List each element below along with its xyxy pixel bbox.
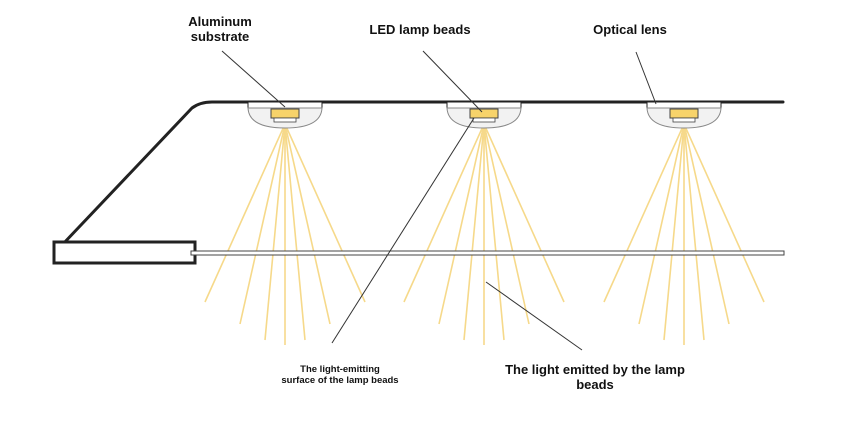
led-chip bbox=[270, 108, 300, 119]
leader-surface bbox=[331, 117, 475, 344]
light-emitting-surface bbox=[672, 117, 696, 123]
leader-led bbox=[422, 50, 483, 113]
light-ray bbox=[204, 123, 286, 303]
light-ray bbox=[284, 123, 366, 303]
lamp-beads bbox=[247, 101, 722, 129]
bead-base bbox=[646, 101, 722, 109]
light-ray bbox=[438, 123, 485, 325]
light-emitting-surface bbox=[472, 117, 496, 123]
leader-lines bbox=[221, 50, 657, 351]
label-emitted-line-2: beads bbox=[576, 376, 614, 392]
light-ray bbox=[403, 123, 485, 303]
light-ray bbox=[603, 123, 685, 303]
light-ray bbox=[264, 123, 286, 341]
light-ray bbox=[239, 123, 286, 325]
light-ray bbox=[683, 123, 730, 325]
bead-base bbox=[446, 101, 522, 109]
aluminum-substrate-line bbox=[60, 100, 785, 247]
label-aluminum-line-1: Aluminum bbox=[188, 14, 252, 29]
light-ray bbox=[638, 123, 685, 325]
light-ray bbox=[284, 123, 306, 341]
light-ray bbox=[663, 123, 685, 341]
label-aluminum-substrate: Aluminum substrate bbox=[170, 14, 270, 45]
leader-optic bbox=[635, 51, 657, 105]
light-ray bbox=[683, 123, 705, 341]
light-ray bbox=[463, 123, 485, 341]
light-emitting-surface bbox=[273, 117, 297, 123]
light-rays bbox=[204, 123, 765, 345]
lamp-bead-1 bbox=[247, 101, 323, 129]
lamp-bead-2 bbox=[446, 101, 522, 129]
leader-emitted bbox=[485, 281, 583, 351]
label-optical-lens: Optical lens bbox=[593, 22, 667, 37]
diffuser-panel bbox=[190, 250, 785, 256]
light-ray bbox=[284, 123, 331, 325]
label-emitted-line-1: The light emitted by the lamp bbox=[505, 362, 685, 377]
light-ray bbox=[483, 123, 565, 303]
bead-base bbox=[247, 101, 323, 109]
lamp-bead-3 bbox=[646, 101, 722, 129]
label-surface-line-1: The light-emitting bbox=[300, 364, 380, 375]
light-ray bbox=[683, 123, 765, 303]
label-aluminum-line-2: substrate bbox=[190, 28, 250, 44]
led-chip bbox=[669, 108, 699, 119]
label-light-emitting-surface: The light-emitting surface of the lamp b… bbox=[255, 364, 425, 387]
label-surface-line-2: surface of the lamp beads bbox=[281, 374, 399, 386]
light-ray bbox=[483, 123, 505, 341]
label-led-lamp-beads: LED lamp beads bbox=[369, 22, 471, 37]
label-light-emitted: The light emitted by the lamp beads bbox=[470, 362, 720, 393]
led-chip bbox=[469, 108, 499, 119]
leader-aluminum bbox=[221, 50, 286, 108]
end-cap bbox=[52, 240, 197, 265]
light-ray bbox=[483, 123, 530, 325]
